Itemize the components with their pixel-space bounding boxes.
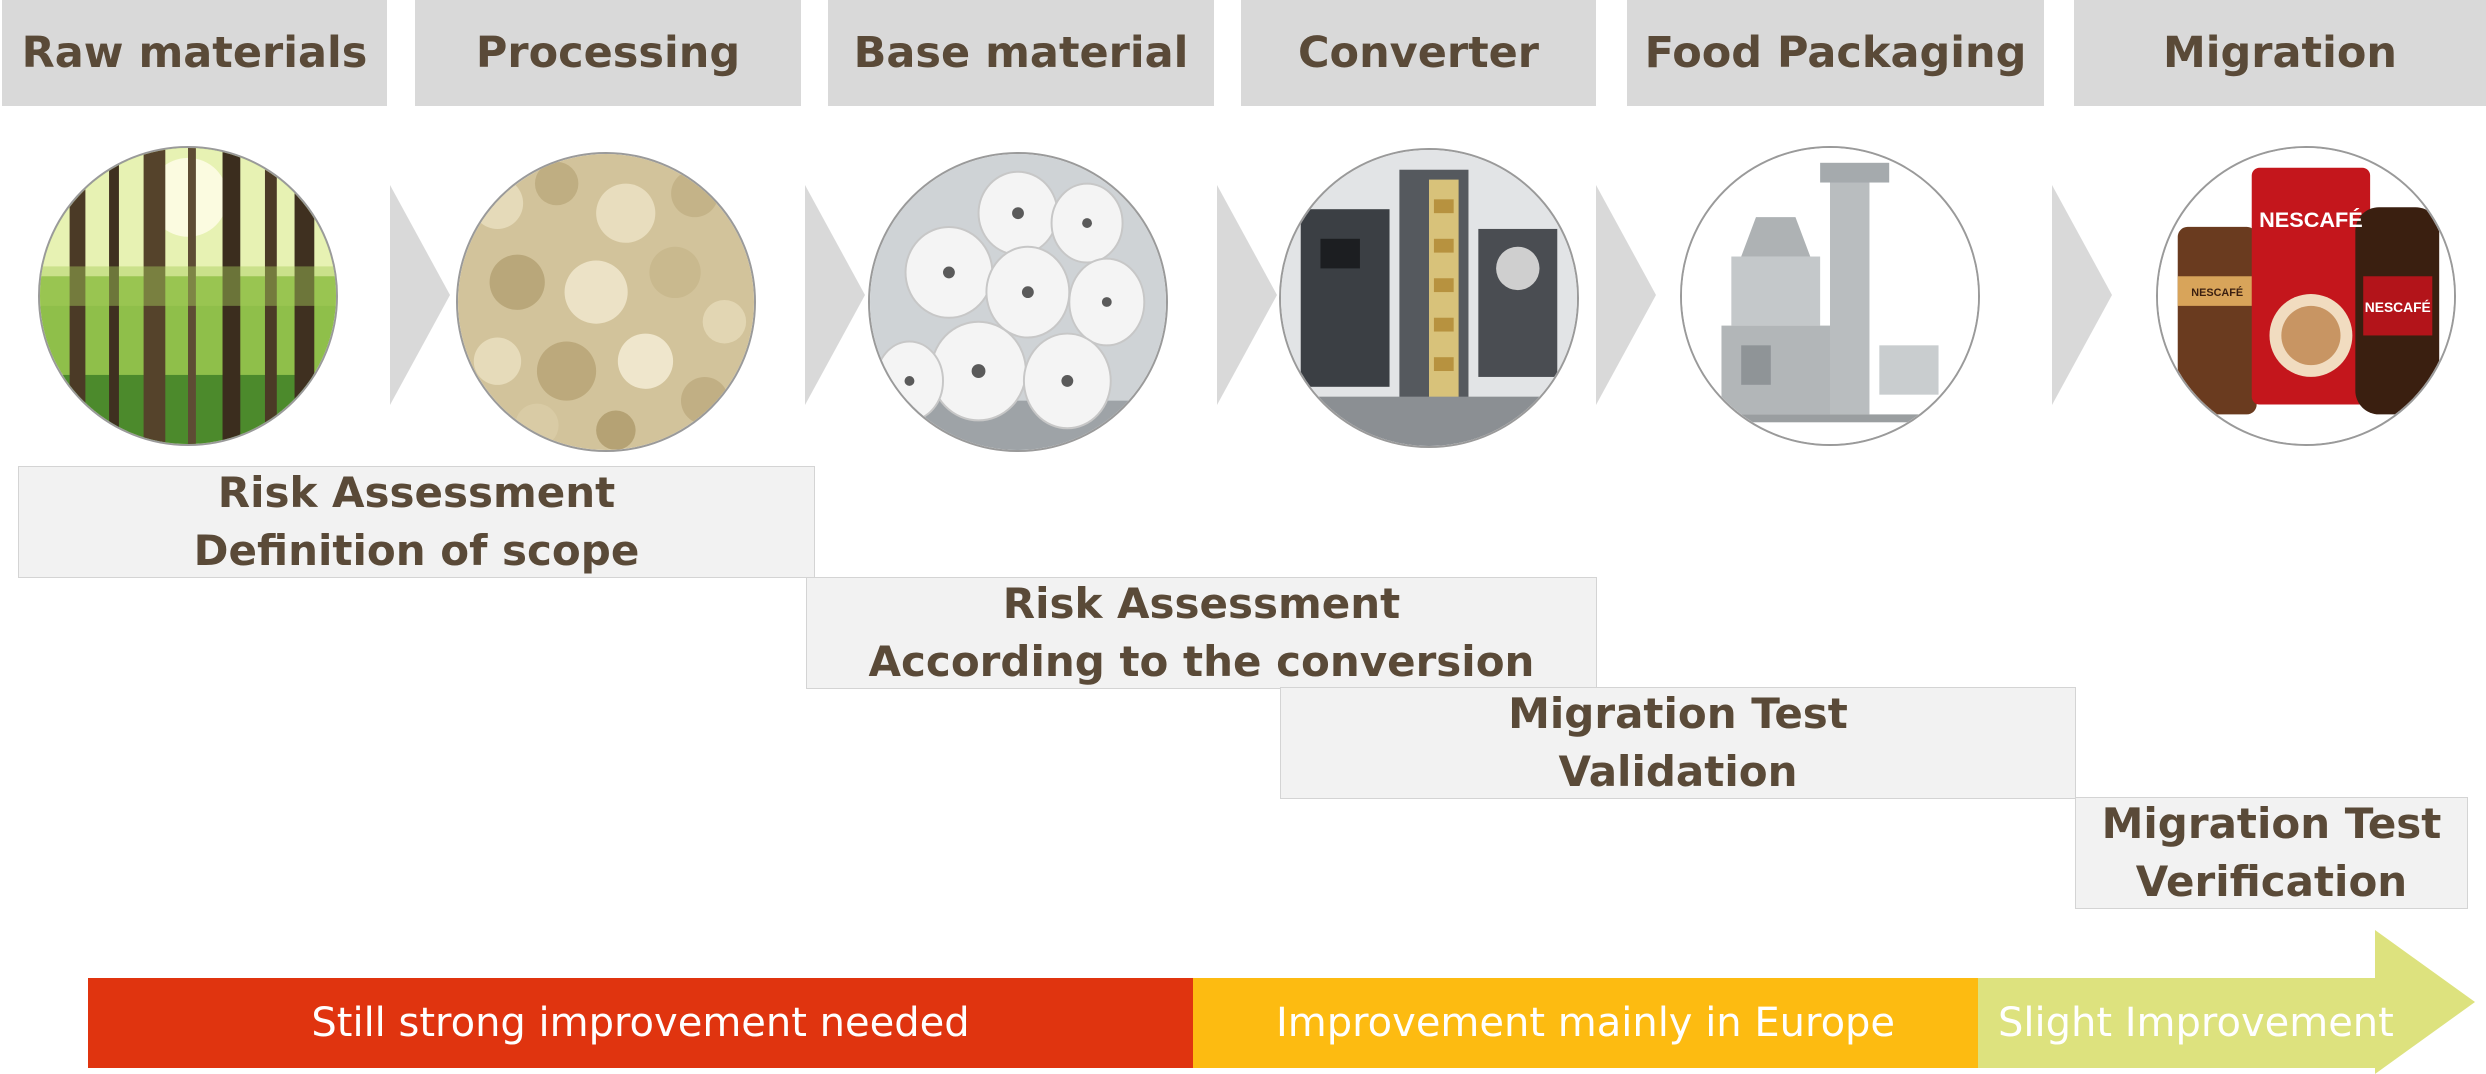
stage-header-base-material: Base material [828, 0, 1214, 106]
stage-label: Raw materials [21, 28, 368, 78]
stage-label: Base material [853, 28, 1189, 78]
assessment-subtitle: According to the conversion [868, 637, 1535, 686]
assessment-box-migration-verification: Migration Test Verification [2075, 797, 2468, 909]
chevron-right-icon [1217, 185, 1277, 405]
coffee-packages-photo-icon: NESCAFÉ NESCAFÉ NESCAFÉ [2156, 146, 2456, 446]
assessment-title: Migration Test [1508, 689, 1848, 738]
stage-header-raw-materials: Raw materials [2, 0, 387, 106]
assessment-title: Risk Assessment [1002, 579, 1401, 628]
stage-label: Converter [1297, 28, 1540, 78]
status-label: Still strong improvement needed [311, 1000, 970, 1046]
status-strong-improvement: Still strong improvement needed [88, 978, 1193, 1068]
stage-header-migration: Migration [2074, 0, 2486, 106]
status-arrow-head [1975, 930, 2475, 1074]
assessment-subtitle: Verification [2135, 857, 2408, 906]
packaging-machine-photo-icon [1680, 146, 1980, 446]
brand-text: NESCAFÉ [2259, 207, 2363, 232]
stage-header-food-packaging: Food Packaging [1627, 0, 2044, 106]
stage-header-converter: Converter [1241, 0, 1596, 106]
status-improvement-europe: Improvement mainly in Europe [1193, 978, 1978, 1068]
brand-text: NESCAFÉ [2191, 286, 2243, 299]
brand-text: NESCAFÉ [2365, 299, 2431, 315]
assessment-title: Migration Test [2101, 799, 2442, 848]
status-slight-improvement: Slight Improvement [1978, 978, 2398, 1068]
stage-header-processing: Processing [415, 0, 801, 106]
assessment-box-risk-scope: Risk Assessment Definition of scope [18, 466, 815, 578]
stage-label: Migration [2163, 28, 2397, 78]
chevron-right-icon [390, 185, 450, 405]
assessment-subtitle: Definition of scope [193, 526, 640, 575]
paper-rolls-photo-icon [868, 152, 1168, 452]
chevron-right-icon [2052, 185, 2112, 405]
forest-photo-icon [38, 146, 338, 446]
status-label: Improvement mainly in Europe [1275, 1000, 1896, 1046]
status-label: Slight Improvement [1998, 1000, 2394, 1046]
pulp-photo-icon [456, 152, 756, 452]
chevron-right-icon [805, 185, 865, 405]
assessment-subtitle: Validation [1558, 747, 1798, 796]
stage-label: Processing [475, 28, 741, 78]
stage-label: Food Packaging [1644, 28, 2027, 78]
assessment-title: Risk Assessment [217, 468, 616, 517]
assessment-box-migration-validation: Migration Test Validation [1280, 687, 2076, 799]
converter-machine-photo-icon [1279, 148, 1579, 448]
chevron-right-icon [1596, 185, 1656, 405]
assessment-box-risk-conversion: Risk Assessment According to the convers… [806, 577, 1597, 689]
